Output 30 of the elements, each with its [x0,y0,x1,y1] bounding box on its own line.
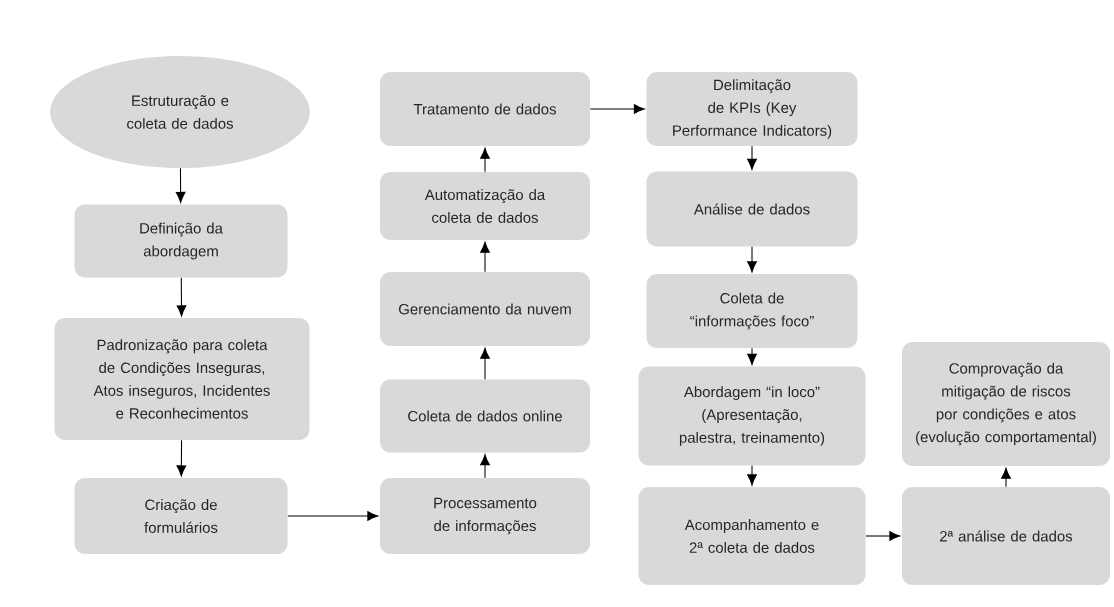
arrow [747,347,757,365]
process-box: Tratamento de dados [380,72,590,146]
arrow [747,465,757,486]
process-box: Gerenciamento da nuvem [380,272,590,346]
process-box: Automatização da coleta de dados [380,172,590,240]
arrow [480,147,490,173]
process-box: Padronização para coleta de Condições Inseguras, Atos inseguros, Incidentes e Reconhecimentos [54,318,310,440]
arrow [865,531,901,541]
process-box: Abordagem “in loco” (Apresentação, palestra, treinamento) [638,366,866,466]
process-box: Coleta de dados online [380,379,590,453]
process-box: Delimitação de KPIs (Key Performance Indicators) [646,72,858,146]
arrow [287,511,379,521]
process-box: Acompanhamento e 2ª coleta de dados [638,487,866,585]
arrow [175,167,186,203]
arrow [480,241,490,273]
process-box: Comprovação da mitigação de riscos por condições e atos (evolução comportamental) [902,342,1110,466]
arrow [1001,467,1011,488]
process-box: 2ª análise de dados [902,487,1110,585]
process-box: Criação de formulários [74,478,288,554]
arrow [480,347,490,380]
arrow [176,277,187,317]
process-box: Coleta de “informações foco” [646,274,858,348]
arrow [480,454,490,479]
arrow [747,246,757,273]
arrow [747,145,757,170]
process-box: Processamento de informações [380,478,590,554]
process-box: Definição da abordagem [74,204,288,278]
arrow [176,439,187,477]
process-box: Análise de dados [646,171,858,247]
arrow [589,104,645,114]
